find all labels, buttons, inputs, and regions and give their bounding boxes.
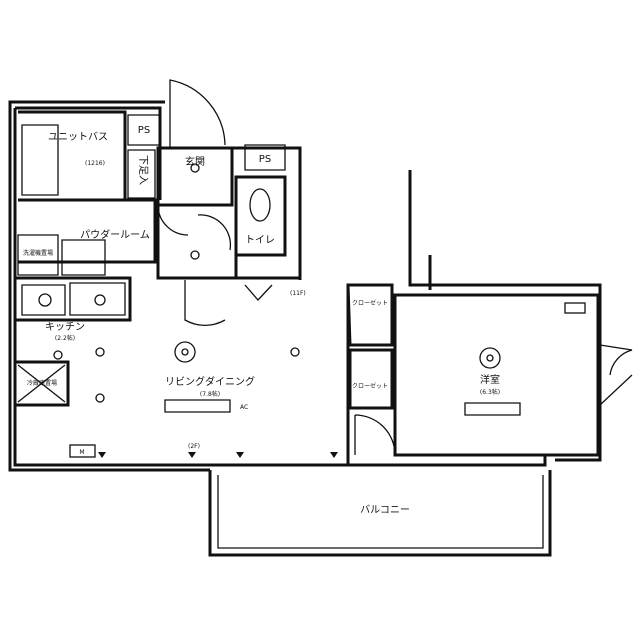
label-closet-1: クローゼット — [352, 299, 388, 307]
annotation-marks: M (11F) (2F) AC — [79, 290, 338, 458]
label-shoe-storage: 下足入 — [137, 155, 149, 185]
outlet-label: (11F) — [290, 290, 306, 297]
label-ps-right: PS — [259, 154, 271, 165]
label-entrance: 玄関 — [185, 155, 205, 168]
interior-walls — [13, 110, 600, 465]
meter-box — [69, 444, 96, 458]
fixtures — [38, 163, 586, 458]
label-laundry: 洗濯機置場 — [23, 249, 53, 257]
ac-label: AC — [240, 404, 248, 411]
label-fridge: 冷蔵庫置場 — [27, 379, 57, 387]
size-living-dining: (7.8帖) — [200, 390, 220, 398]
meter-label: M — [79, 449, 84, 456]
label-balcony: バルコニー — [360, 504, 410, 516]
label-toilet: トイレ — [245, 235, 275, 246]
doors — [157, 79, 633, 456]
outlet-2f-markers — [98, 452, 338, 458]
label-powder-room: パウダールーム — [80, 228, 150, 241]
room-labels: ユニットバス (1216) PS 下足入 玄関 PS トイレ パウダールーム 洗… — [23, 125, 500, 516]
label-western-room: 洋室 — [480, 373, 500, 386]
label-unit-bath: ユニットバス — [48, 131, 108, 143]
size-western-room: (6.3帖) — [480, 388, 500, 396]
size-unit-bath: (1216) — [85, 160, 105, 167]
label-kitchen: キッチン — [45, 321, 85, 333]
balcony-outline — [208, 470, 552, 557]
size-kitchen: (2.2帖) — [55, 334, 75, 342]
label-closet-2: クローゼット — [352, 382, 388, 390]
label-ps-left: PS — [138, 125, 150, 136]
label-living-dining: リビングダイニング — [165, 375, 255, 388]
outlet-2f-label: (2F) — [188, 443, 200, 450]
outer-walls — [8, 100, 602, 472]
